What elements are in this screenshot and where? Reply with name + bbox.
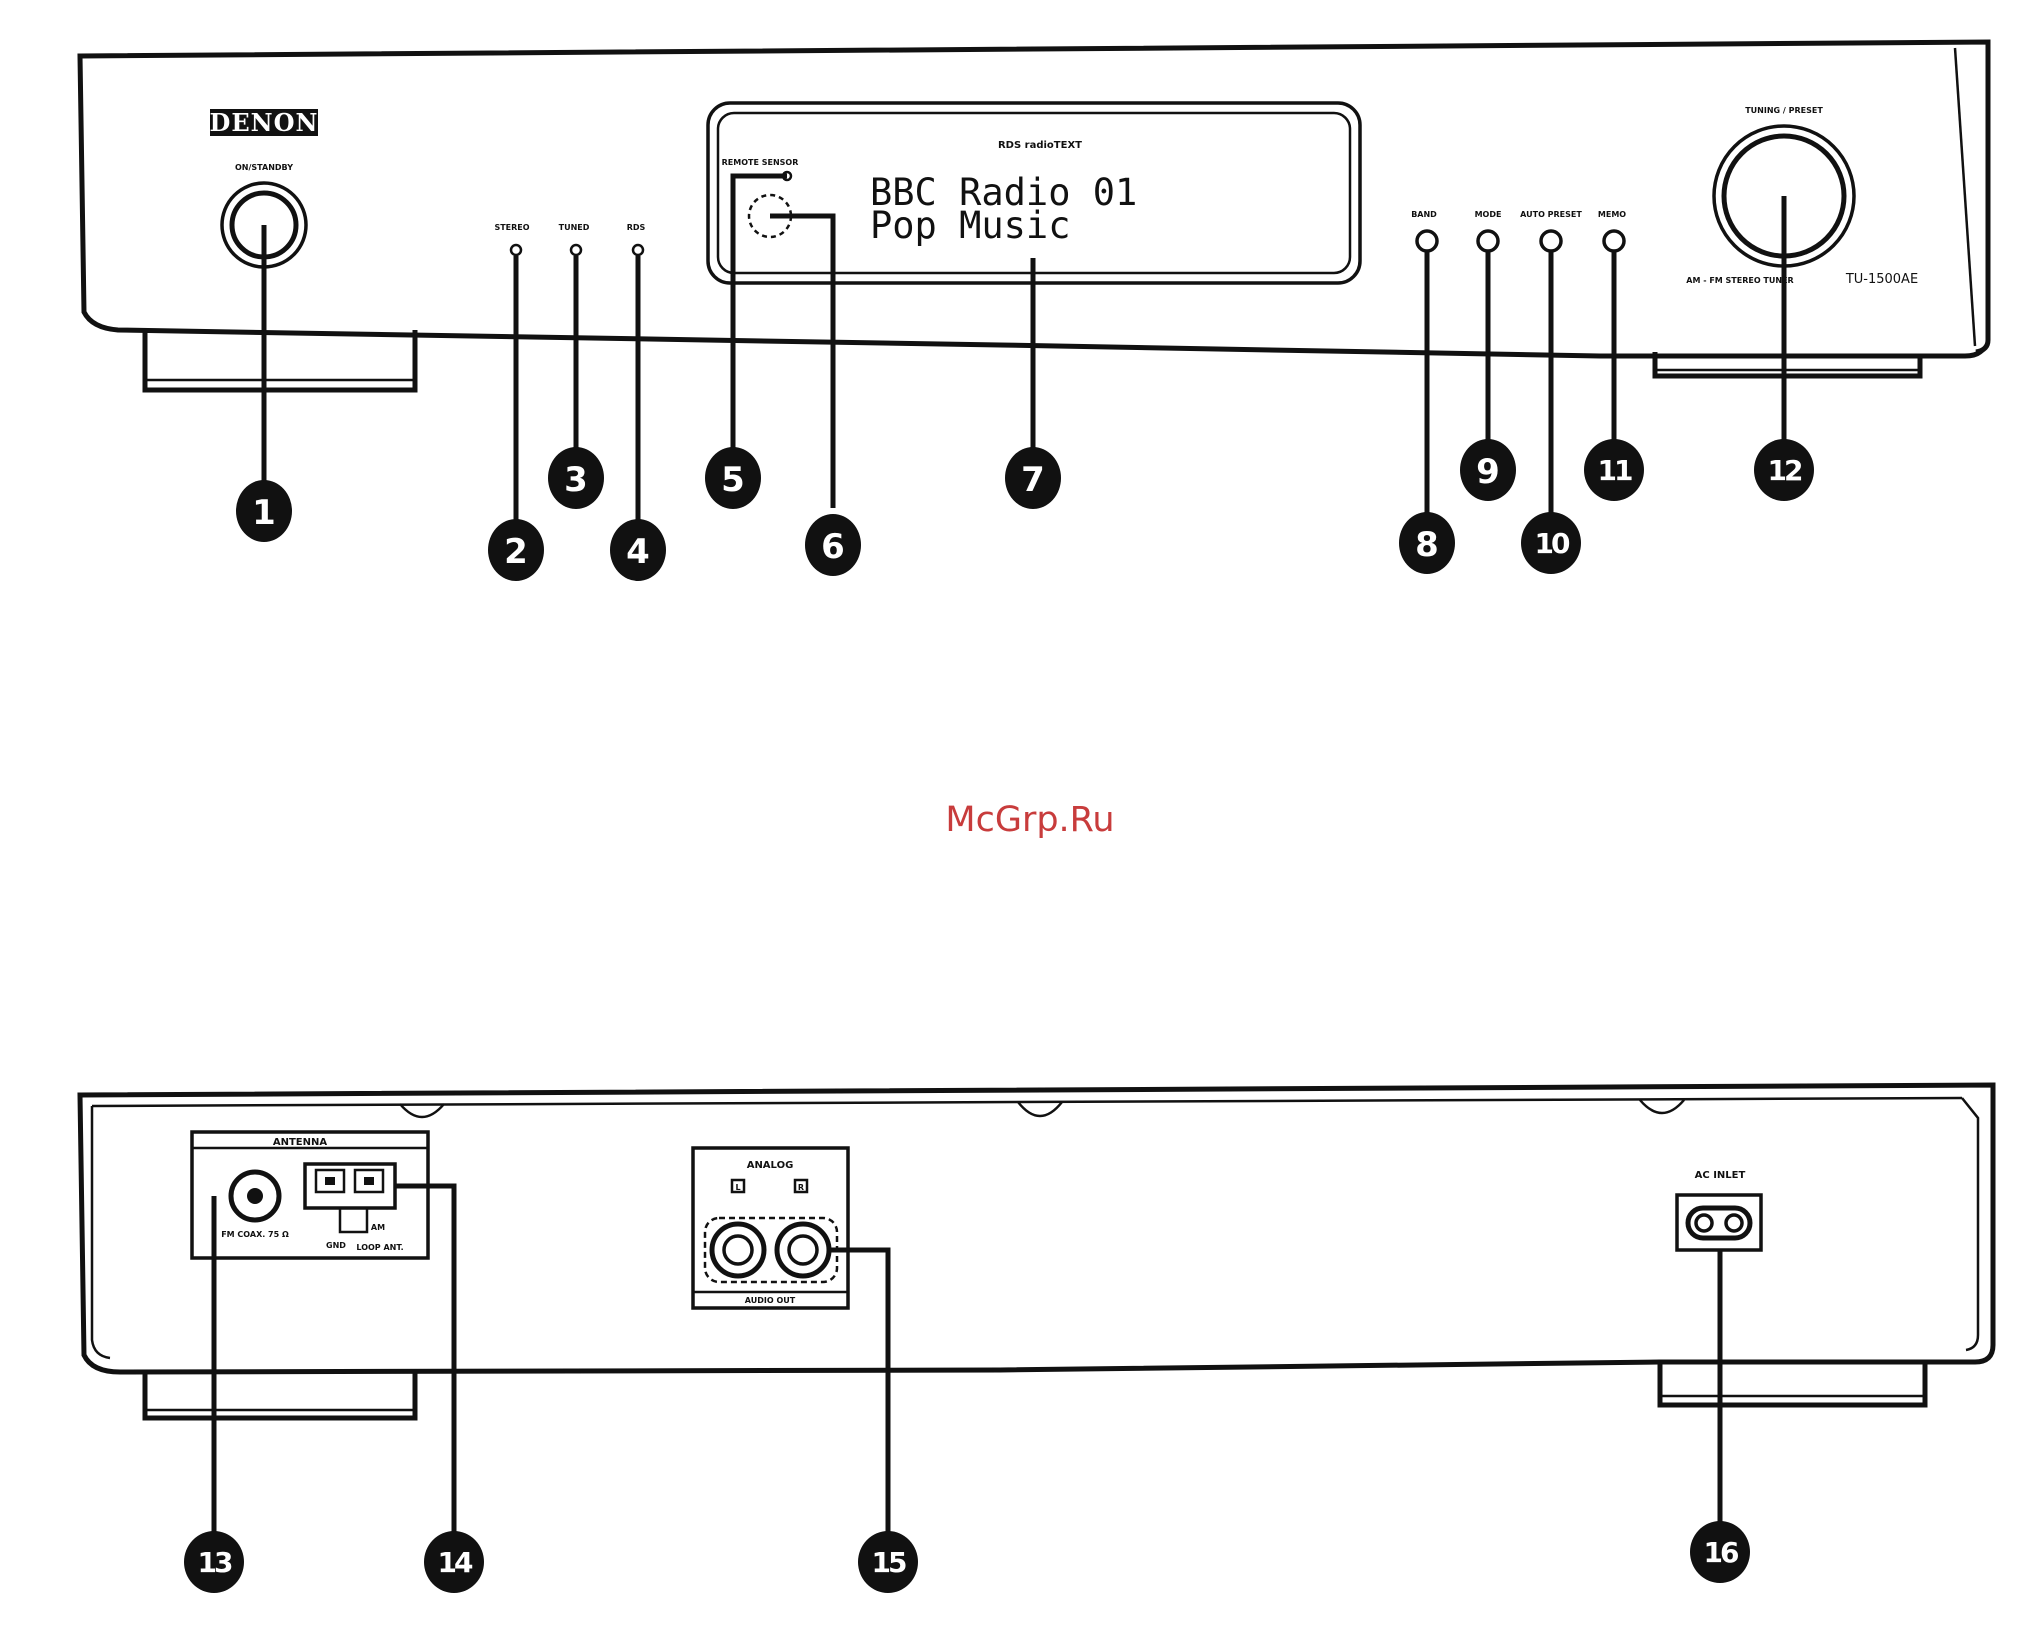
svg-text:11: 11 [1598,454,1632,487]
remote-sensor-label: REMOTE SENSOR [722,158,799,167]
audio-out-right-jack[interactable] [777,1224,829,1276]
audio-out-label: AUDIO OUT [745,1296,796,1305]
mode-button[interactable] [1478,231,1498,251]
svg-text:13: 13 [198,1546,232,1579]
leader-15 [829,1250,888,1540]
svg-text:2: 2 [504,532,528,572]
callout-1: 1 [236,480,292,542]
svg-text:9: 9 [1476,452,1500,492]
audio-out-panel [693,1148,848,1308]
display-header: RDS radioTEXT [998,140,1082,151]
fm-coax-pin [247,1188,263,1204]
ac-inlet-pin-left [1696,1215,1712,1231]
band-button-label: BAND [1411,210,1437,219]
callout-6: 6 [805,514,861,576]
callout-9: 9 [1460,439,1516,501]
stereo-led-label: STEREO [494,223,529,232]
rear-left-edge [92,1106,110,1358]
callout-7: 7 [1005,447,1061,509]
antenna-panel [192,1132,428,1258]
callout-8: 8 [1399,512,1455,574]
callout-16: 16 [1690,1521,1750,1583]
svg-text:10: 10 [1535,527,1570,560]
auto-preset-button-label: AUTO PRESET [1520,210,1582,219]
rds-led-label: RDS [627,223,646,232]
svg-text:4: 4 [626,532,650,572]
callout-5: 5 [705,447,761,509]
rear-right-edge [1962,1098,1978,1350]
svg-text:5: 5 [721,460,745,500]
right-channel-label: R [798,1183,804,1192]
am-terminal-gnd-screw [325,1177,335,1185]
tuned-led-label: TUNED [559,223,590,232]
callout-4: 4 [610,519,666,581]
display-line-2: Pop Music [870,204,1070,247]
svg-text:1: 1 [252,493,276,533]
rear-panel: ANTENNA FM COAX. 75 Ω GND AM LOOP ANT. A… [80,1085,1993,1540]
analog-label: ANALOG [747,1160,794,1171]
svg-text:16: 16 [1704,1536,1738,1569]
rear-notch-1 [400,1104,444,1117]
stereo-led [511,245,521,255]
callout-2: 2 [488,519,544,581]
fm-coax-label: FM COAX. 75 Ω [221,1230,289,1239]
model-number: TU-1500AE [1845,272,1918,287]
gnd-label: GND [326,1241,346,1250]
power-label: ON/STANDBY [235,163,293,172]
audio-out-left-inner [724,1236,752,1264]
svg-text:14: 14 [438,1546,473,1579]
callout-12: 12 [1754,439,1814,501]
svg-text:6: 6 [821,527,845,567]
rds-led [633,245,643,255]
front-chassis-edge [1955,48,1975,346]
callout-13: 13 [184,1531,244,1593]
am-label: AM [371,1223,385,1232]
ac-inlet-pin-right [1726,1215,1742,1231]
ac-inlet-label: AC INLET [1695,1170,1746,1181]
tuning-knob-label: TUNING / PRESET [1745,106,1823,115]
auto-preset-button[interactable] [1541,231,1561,251]
am-terminal-am-screw [364,1177,374,1185]
svg-text:12: 12 [1768,454,1802,487]
watermark: McGrp.Ru [945,800,1114,840]
mode-button-label: MODE [1475,210,1502,219]
callout-15: 15 [858,1531,918,1593]
tuned-led [571,245,581,255]
leader-14 [395,1186,454,1540]
left-channel-label: L [735,1183,740,1192]
callout-3: 3 [548,447,604,509]
memo-button[interactable] [1604,231,1624,251]
leader-6 [770,216,833,508]
callout-14: 14 [424,1531,484,1593]
callout-10: 10 [1521,512,1581,574]
svg-text:3: 3 [564,460,588,500]
rear-notch-2 [1018,1102,1062,1116]
svg-text:15: 15 [872,1546,906,1579]
rear-right-foot [1660,1362,1925,1405]
front-callouts: 1 2 3 4 5 6 7 8 9 10 11 12 [236,439,1814,581]
brand-logo-text: DENON [210,108,319,137]
rear-callouts: 13 14 15 16 [184,1521,1750,1593]
memo-button-label: MEMO [1598,210,1626,219]
audio-out-right-inner [789,1236,817,1264]
svg-text:7: 7 [1021,460,1045,500]
rear-notch-3 [1640,1100,1684,1113]
svg-text:8: 8 [1415,525,1439,565]
am-loop-bracket [340,1208,367,1232]
antenna-label: ANTENNA [273,1137,327,1148]
model-description: AM - FM STEREO TUNER [1686,276,1793,285]
loop-ant-label: LOOP ANT. [356,1243,403,1252]
callout-11: 11 [1584,439,1644,501]
audio-out-left-jack[interactable] [712,1224,764,1276]
band-button[interactable] [1417,231,1437,251]
